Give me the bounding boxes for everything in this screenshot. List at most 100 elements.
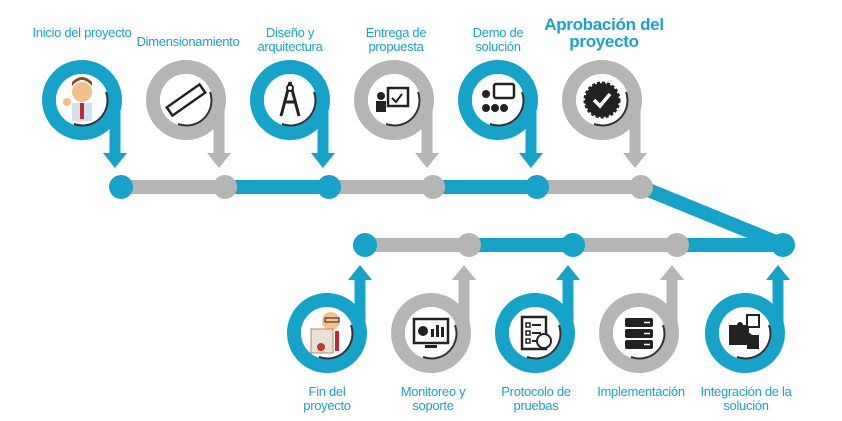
bar [436, 325, 439, 337]
person-head [377, 92, 385, 100]
step-shadow-arc [177, 91, 213, 127]
label-protocolo: Protocolo de pruebas [501, 384, 571, 413]
timeline-node [665, 233, 689, 257]
timeline-node [561, 233, 585, 257]
businessman-certificate-icon [310, 312, 340, 354]
face [72, 82, 92, 102]
label-fin: Fin del proyecto [303, 384, 351, 413]
pie [418, 326, 428, 336]
box [525, 330, 531, 336]
timeline-node [213, 175, 237, 199]
demo-board-icon [482, 82, 516, 112]
arrow-up-icon [556, 265, 580, 280]
audience [491, 104, 499, 112]
step-shadow-arc [73, 91, 109, 127]
arrow-down-icon [207, 153, 231, 168]
hinge [286, 84, 294, 92]
clipboard [520, 315, 548, 351]
arrow-up-icon [766, 265, 790, 280]
hair [72, 77, 92, 86]
presentation-icon [376, 86, 410, 112]
approval-badge-icon [583, 81, 621, 119]
server-unit [625, 318, 653, 327]
timeline-node [421, 175, 445, 199]
arrow-up-icon [452, 265, 476, 280]
step-checklist [495, 265, 580, 373]
arrow-up-icon [660, 265, 684, 280]
server-unit [625, 329, 653, 338]
arrow-up-icon [348, 265, 372, 280]
bar [431, 329, 434, 337]
label-inicio: Inicio del proyecto [32, 25, 132, 40]
connector-bar-diagonal [638, 180, 786, 252]
label-monitoreo: Monitoreo y soporte [400, 384, 466, 413]
label-integracion: Integración de la solución [700, 384, 792, 413]
face [322, 312, 340, 330]
glasses [324, 317, 340, 323]
label-dimensionamiento: Dimensionamiento [136, 34, 240, 49]
puzzle-icon [729, 314, 760, 349]
ruler [165, 82, 207, 118]
timeline-node [771, 233, 795, 257]
arrow-down-icon [103, 153, 127, 168]
step-inner [264, 74, 316, 126]
label-aprobacion: Aprobación del proyecto [544, 15, 664, 51]
step-puzzle [705, 265, 790, 373]
step-compass [250, 60, 335, 168]
step-shadow-arc [489, 91, 525, 127]
thumb [63, 98, 71, 106]
presenter [482, 90, 490, 98]
step-demo-board [458, 60, 543, 168]
arrow-down-icon [519, 153, 543, 168]
step-ruler [146, 60, 231, 168]
label-demo: Demo de solución [472, 25, 524, 54]
compass-icon [279, 81, 301, 117]
step-shadow-arc [318, 324, 354, 360]
timeline-node [525, 175, 549, 199]
step-businessman-certificate [287, 265, 372, 373]
label-entrega: Entrega de propuesta [365, 25, 427, 54]
check [592, 92, 612, 109]
stand [425, 345, 437, 348]
screen [412, 317, 450, 345]
audience [482, 104, 490, 112]
step-presentation [354, 60, 439, 168]
arrow-down-icon [311, 153, 335, 168]
box [525, 338, 531, 344]
checklist-icon [520, 315, 552, 351]
seal [317, 343, 325, 351]
step-shadow-arc [736, 324, 772, 360]
timeline-node [457, 233, 481, 257]
step-shadow-arc [385, 91, 421, 127]
arrow-down-icon [415, 153, 439, 168]
step-shadow-arc [630, 324, 666, 360]
tie [80, 103, 84, 119]
audience [500, 104, 508, 112]
puzzle-piece [747, 335, 759, 349]
timeline-node [317, 175, 341, 199]
server-unit [625, 340, 653, 349]
board [386, 86, 410, 108]
step-monitor-chart [391, 265, 476, 373]
step-approval-badge [562, 60, 647, 168]
arrow-down-icon [623, 153, 647, 168]
certificate [310, 328, 334, 354]
person-body [376, 101, 386, 112]
step-shadow-arc [281, 91, 317, 127]
badge [583, 81, 621, 119]
timeline-node [109, 175, 133, 199]
step-shadow-arc [422, 324, 458, 360]
box [525, 322, 531, 328]
businessman-thumbs-up-icon [63, 77, 92, 121]
board [492, 82, 516, 100]
label-diseno: Diseño y arquitectura [257, 25, 323, 54]
check-circle [536, 333, 552, 349]
timeline-node [353, 233, 377, 257]
tie [335, 331, 339, 351]
step-server [599, 265, 684, 373]
server-icon [625, 318, 653, 349]
check [391, 93, 403, 104]
monitor-chart-icon [412, 317, 450, 348]
